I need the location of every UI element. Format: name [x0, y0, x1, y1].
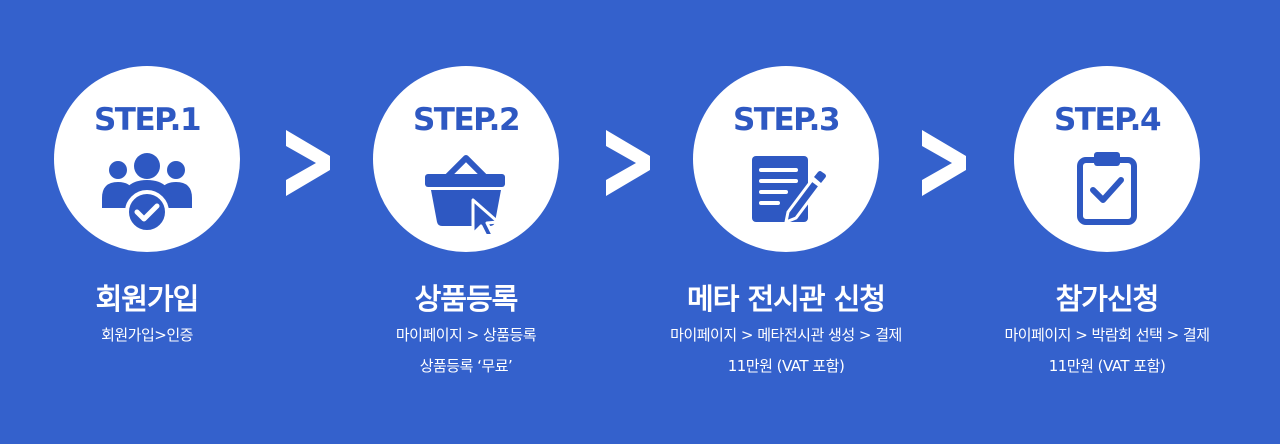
- step-1-title: 회원가입: [95, 282, 200, 316]
- step-3-desc-line1: 마이페이지 > 메타전시관 생성 > 결제: [670, 326, 902, 344]
- step-1-desc-line1: 회원가입>인증: [101, 326, 193, 344]
- step-2-desc-line2: 상품등록 ‘무료’: [419, 357, 513, 375]
- chevron-right-icon: [606, 130, 650, 196]
- step-2: STEP.2 상품등록 마이페이지 > 상품등록 상품등록 ‘무료’: [286, 0, 646, 444]
- step-4: STEP.4 참가신청 마이페이지 > 박람회 선택 > 결제 11만원 (VA…: [927, 0, 1280, 444]
- step-1: STEP.1 회원가입 회원가입>인증: [0, 0, 327, 444]
- users-check-icon: [102, 153, 192, 234]
- chevron-right-icon: [286, 130, 330, 196]
- step-3: STEP.3 메타 전시관 신청 마이페이지 > 메타전시관 생성 > 결제 1…: [606, 0, 966, 444]
- step-2-title: 상품등록: [414, 282, 519, 316]
- step-4-label: STEP.4: [1053, 102, 1162, 138]
- step-4-circle: STEP.4: [1014, 66, 1200, 252]
- step-4-desc-line2: 11만원 (VAT 포함): [1048, 357, 1166, 375]
- step-3-desc-line2: 11만원 (VAT 포함): [727, 357, 845, 375]
- shopping-basket-cursor-icon: [425, 155, 505, 234]
- chevron-right-icon: [922, 130, 966, 196]
- step-3-circle: STEP.3: [693, 66, 879, 252]
- step-3-label: STEP.3: [732, 102, 841, 138]
- step-2-label: STEP.2: [412, 102, 521, 138]
- clipboard-check-icon: [1077, 152, 1137, 225]
- step-4-title: 참가신청: [1055, 282, 1160, 316]
- step-2-desc-line1: 마이페이지 > 상품등록: [395, 326, 537, 344]
- step-4-desc-line1: 마이페이지 > 박람회 선택 > 결제: [1004, 326, 1210, 344]
- document-pen-icon: [752, 156, 826, 224]
- step-1-circle: STEP.1: [54, 66, 240, 252]
- step-1-label: STEP.1: [93, 102, 202, 138]
- step-2-circle: STEP.2: [373, 66, 559, 252]
- step-3-title: 메타 전시관 신청: [687, 282, 886, 316]
